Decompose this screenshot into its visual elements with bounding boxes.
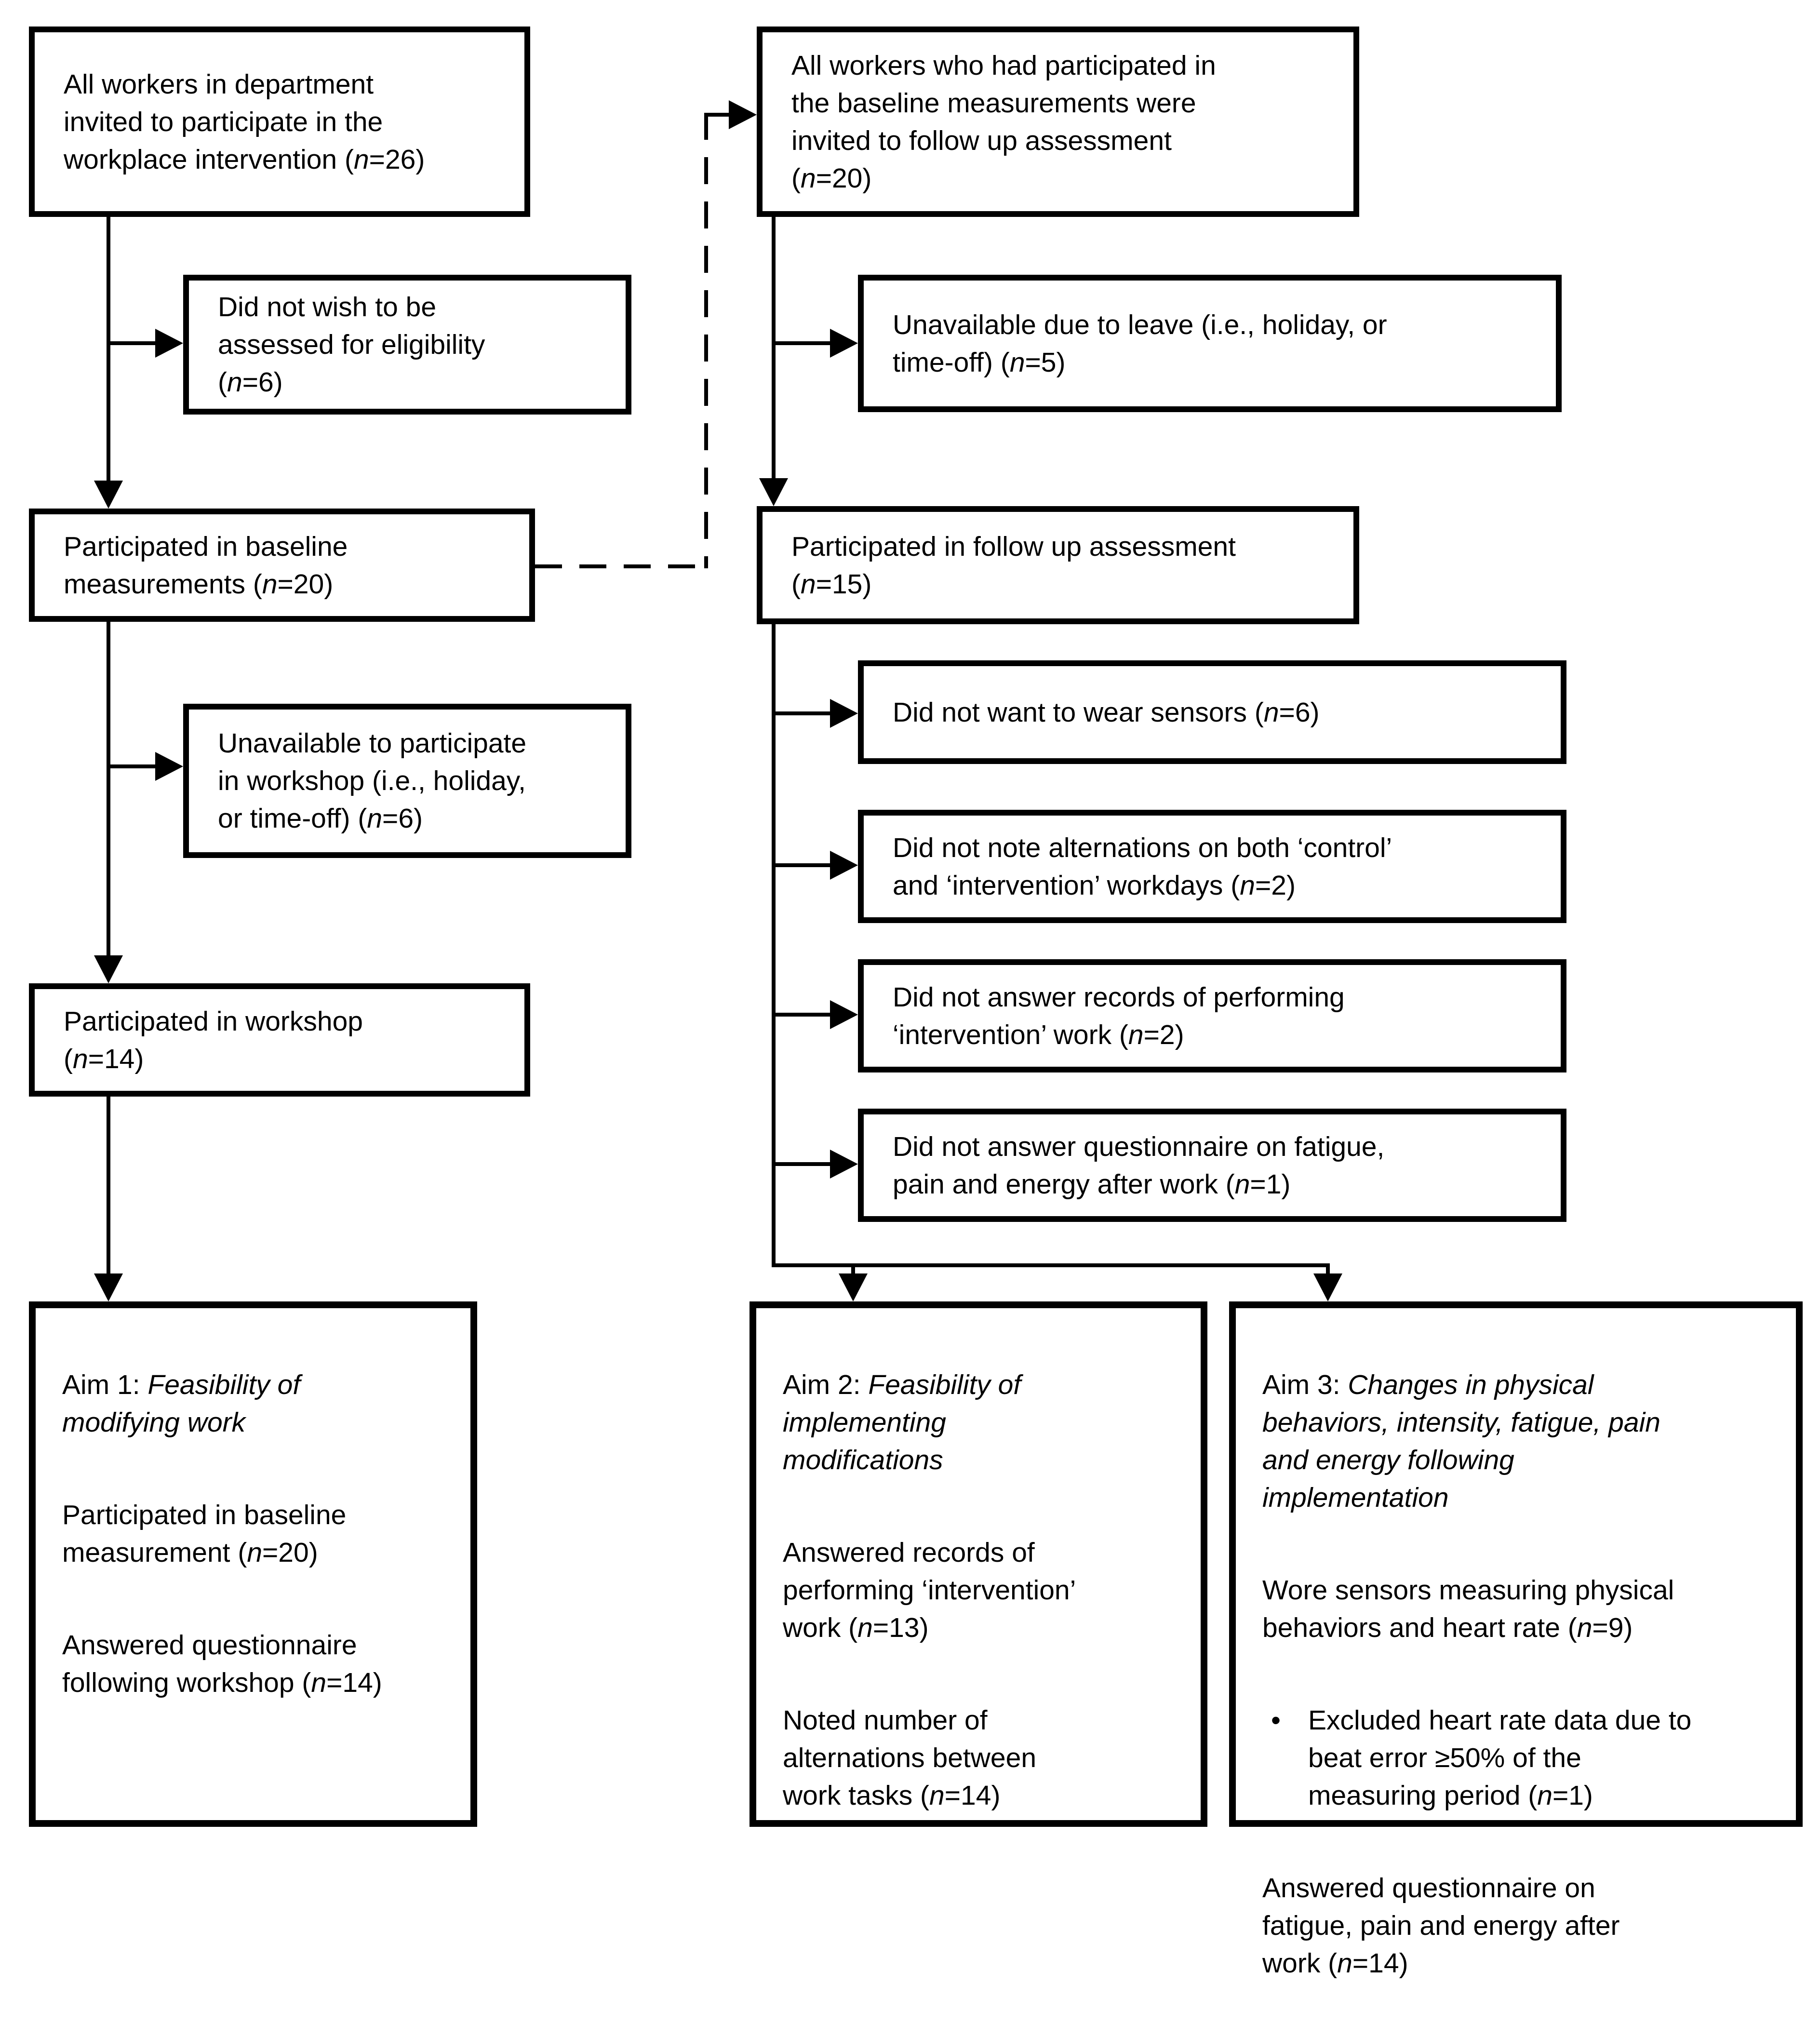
box-aim2: Aim 2: Feasibility of implementing modif… xyxy=(749,1301,1207,1827)
arrowhead-into-no-alternations xyxy=(830,851,858,880)
stub-into-aim3 xyxy=(1326,1267,1330,1275)
connector-followup-to-aims xyxy=(772,624,776,1267)
box-unavailable-leave-text: Unavailable due to leave (i.e., holiday,… xyxy=(893,309,1387,378)
aim1-heading: Aim 1: Feasibility of modifying work xyxy=(62,1369,301,1438)
aim3-bullet-item: • Excluded heart rate data due to beat e… xyxy=(1262,1702,1777,1814)
box-no-sensors: Did not want to wear sensors (n=6) xyxy=(858,660,1566,764)
box-unavailable-leave: Unavailable due to leave (i.e., holiday,… xyxy=(858,275,1562,412)
arrowhead-into-unavailable-workshop xyxy=(155,752,183,781)
arrowhead-into-did-not-wish xyxy=(155,329,183,358)
box-participated-followup-text: Participated in follow up assessment (n=… xyxy=(791,531,1236,600)
connector-invitedfollowup-to-followup xyxy=(772,217,776,478)
box-no-alternations: Did not note alternations on both ‘contr… xyxy=(858,810,1566,923)
bullet-icon: • xyxy=(1271,1705,1281,1736)
box-no-alternations-text: Did not note alternations on both ‘contr… xyxy=(893,832,1392,901)
aim2-paragraph-2: Noted number of alternations between wor… xyxy=(783,1705,1037,1811)
connector-baseline-to-workshop xyxy=(107,622,110,955)
box-invited-followup: All workers who had participated in the … xyxy=(757,27,1359,217)
box-baseline-measurements-text: Participated in baseline measurements (n… xyxy=(64,531,348,600)
connector-workshop-to-aim1 xyxy=(107,1097,110,1273)
arrowhead-into-unavailable-leave xyxy=(830,329,858,358)
arrowhead-into-no-sensors xyxy=(830,699,858,728)
arrowhead-into-aim3 xyxy=(1313,1273,1342,1301)
dashed-connector-vertical xyxy=(704,113,708,568)
box-participated-workshop: Participated in workshop (n=14) xyxy=(29,983,530,1097)
box-did-not-wish-text: Did not wish to be assessed for eligibil… xyxy=(218,292,485,398)
box-aim1: Aim 1: Feasibility of modifying work Par… xyxy=(29,1301,477,1827)
arrowhead-into-aim2 xyxy=(839,1273,868,1301)
box-participated-workshop-text: Participated in workshop (n=14) xyxy=(64,1005,363,1074)
aim2-heading: Aim 2: Feasibility of implementing modif… xyxy=(783,1369,1021,1475)
connector-invited-to-baseline xyxy=(107,217,110,481)
aim1-paragraph-1: Participated in baseline measurement (n=… xyxy=(62,1500,347,1568)
box-unavailable-workshop-text: Unavailable to participate in workshop (… xyxy=(218,728,527,834)
box-did-not-wish: Did not wish to be assessed for eligibil… xyxy=(183,275,631,415)
junction-to-aim2-aim3 xyxy=(772,1263,1330,1267)
flow-diagram: All workers in department invited to par… xyxy=(29,27,1803,1979)
dashed-connector-horizontal-lower xyxy=(535,564,706,568)
box-no-questionnaire-text: Did not answer questionnaire on fatigue,… xyxy=(893,1131,1385,1200)
box-baseline-measurements: Participated in baseline measurements (n… xyxy=(29,509,535,622)
branch-to-no-records xyxy=(772,1013,830,1017)
branch-to-no-alternations xyxy=(772,863,830,867)
arrowhead-into-followup xyxy=(759,478,788,506)
box-no-records-text: Did not answer records of performing ‘in… xyxy=(893,981,1345,1050)
box-no-sensors-text: Did not want to wear sensors (n=6) xyxy=(893,697,1320,728)
box-invited-followup-text: All workers who had participated in the … xyxy=(791,50,1216,194)
arrowhead-into-workshop xyxy=(94,955,123,983)
branch-to-did-not-wish xyxy=(107,341,155,345)
arrowhead-into-no-records xyxy=(830,1000,858,1029)
box-no-questionnaire: Did not answer questionnaire on fatigue,… xyxy=(858,1109,1566,1222)
arrowhead-into-invited-followup xyxy=(729,100,757,129)
box-aim3: Aim 3: Changes in physical behaviors, in… xyxy=(1229,1301,1803,1979)
box-all-workers-invited-text: All workers in department invited to par… xyxy=(64,68,425,175)
aim3-heading: Aim 3: Changes in physical behaviors, in… xyxy=(1262,1369,1660,1513)
branch-to-unavailable-leave xyxy=(772,341,830,345)
aim3-paragraph-1: Wore sensors measuring physical behavior… xyxy=(1262,1575,1674,1643)
arrowhead-into-baseline xyxy=(94,481,123,509)
branch-to-no-questionnaire xyxy=(772,1162,830,1166)
aim3-bullet-text: Excluded heart rate data due to beat err… xyxy=(1308,1705,1692,1811)
branch-to-unavailable-workshop xyxy=(107,764,155,768)
aim2-paragraph-1: Answered records of performing ‘interven… xyxy=(783,1537,1076,1643)
box-no-records: Did not answer records of performing ‘in… xyxy=(858,959,1566,1072)
aim3-paragraph-2: Answered questionnaire on fatigue, pain … xyxy=(1262,1873,1620,1979)
arrowhead-into-no-questionnaire xyxy=(830,1150,858,1179)
dashed-connector-horizontal-upper xyxy=(704,113,729,117)
branch-to-no-sensors xyxy=(772,711,830,715)
box-participated-followup: Participated in follow up assessment (n=… xyxy=(757,506,1359,624)
box-all-workers-invited: All workers in department invited to par… xyxy=(29,27,530,217)
stub-into-aim2 xyxy=(851,1267,855,1275)
arrowhead-into-aim1 xyxy=(94,1273,123,1301)
box-unavailable-workshop: Unavailable to participate in workshop (… xyxy=(183,704,631,858)
aim1-paragraph-2: Answered questionnaire following worksho… xyxy=(62,1630,382,1698)
